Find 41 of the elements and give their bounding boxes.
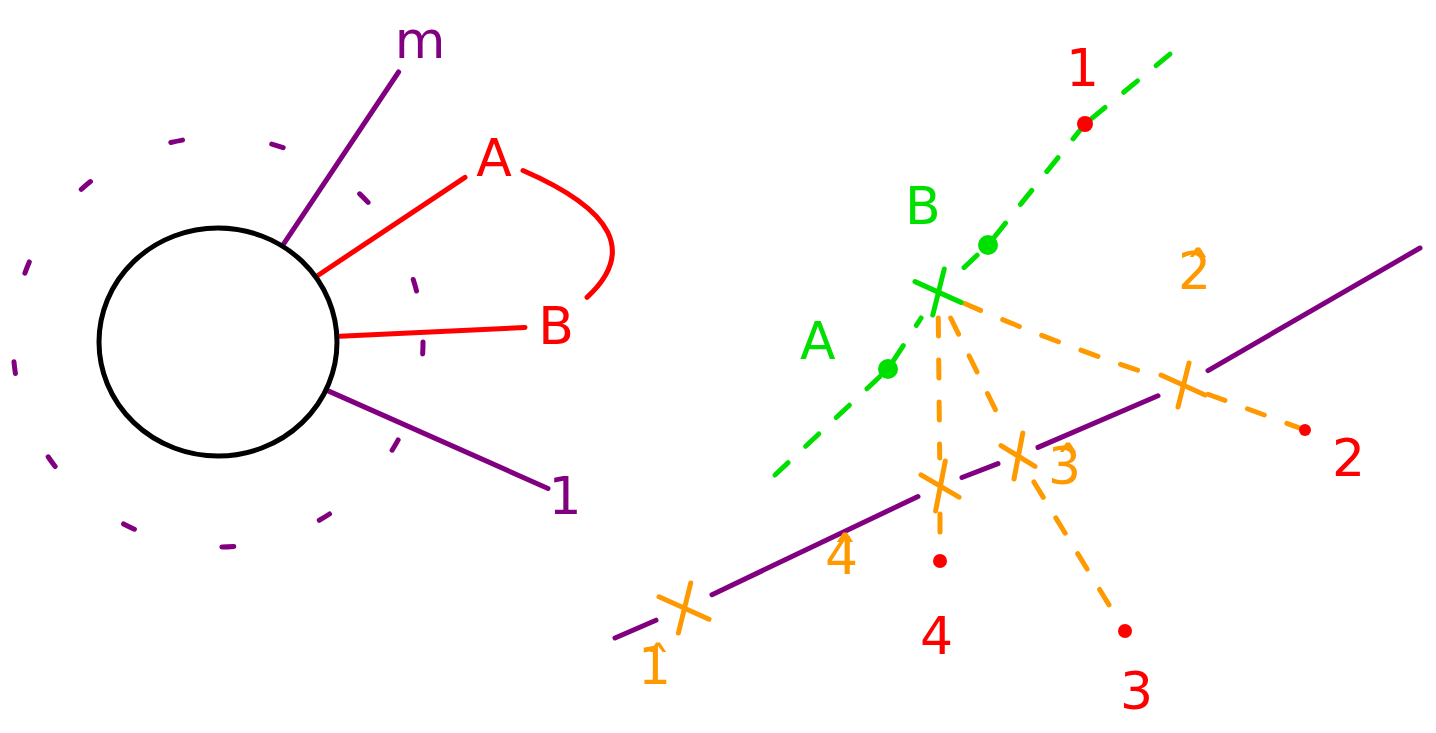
line <box>520 168 615 300</box>
letter-label: B <box>525 290 587 362</box>
point-label: A <box>800 315 836 367</box>
line <box>959 461 1001 481</box>
line <box>1035 393 1161 450</box>
point-label: B <box>905 180 941 232</box>
line <box>337 324 528 339</box>
dashed-line <box>935 315 943 461</box>
point-label: 1̂ <box>638 640 672 692</box>
dashed-line <box>890 315 924 364</box>
point-dot <box>978 235 998 255</box>
line <box>315 174 468 278</box>
line <box>612 617 659 641</box>
line <box>281 69 402 246</box>
line <box>709 494 921 598</box>
cross-mark <box>918 458 962 514</box>
point-label: 3 <box>1120 665 1154 717</box>
cross-mark <box>656 580 712 636</box>
letter-label: 1 <box>548 458 582 534</box>
point-dot <box>878 359 898 379</box>
point-dot <box>1299 424 1311 436</box>
cross-mark <box>1158 360 1208 410</box>
circle-shape <box>96 225 340 459</box>
line <box>326 388 551 491</box>
point-dot <box>1118 624 1132 638</box>
dashed-line <box>991 127 1083 240</box>
point-label: 4̂ <box>825 530 859 582</box>
point-label: 2 <box>1332 432 1366 484</box>
point-label: 4 <box>920 610 954 662</box>
cross-mark <box>998 430 1038 482</box>
letter-label: m <box>388 8 452 72</box>
dashed-line <box>1205 391 1302 431</box>
line <box>1205 245 1423 374</box>
cross-mark <box>912 266 964 318</box>
point-label: 1 <box>1066 42 1100 94</box>
letter-label: A <box>465 122 523 194</box>
point-label: 3̂ <box>1048 440 1082 492</box>
point-dot <box>1077 116 1093 132</box>
dashed-line <box>772 373 884 478</box>
point-label: 2̂ <box>1178 245 1212 297</box>
point-dot <box>933 554 947 568</box>
